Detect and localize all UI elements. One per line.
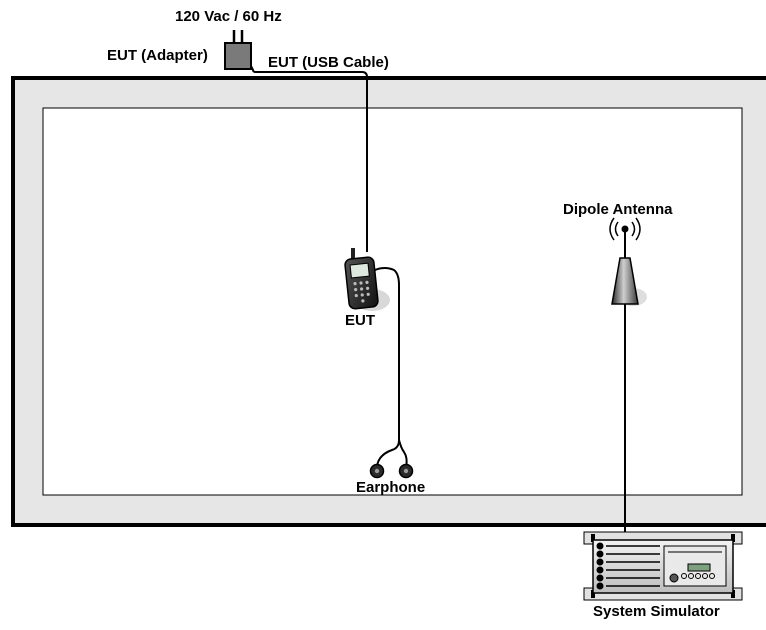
system-simulator-icon xyxy=(584,532,742,600)
usb-cable-label: EUT (USB Cable) xyxy=(268,55,389,70)
adapter-body xyxy=(225,43,251,69)
dipole-antenna-label: Dipole Antenna xyxy=(563,202,672,217)
earphone-label: Earphone xyxy=(356,480,425,495)
adapter-icon xyxy=(225,30,251,69)
power-source-label: 120 Vac / 60 Hz xyxy=(175,9,282,24)
system-simulator-label: System Simulator xyxy=(593,604,720,619)
eut-label: EUT xyxy=(345,313,375,328)
adapter-label: EUT (Adapter) xyxy=(107,48,208,63)
